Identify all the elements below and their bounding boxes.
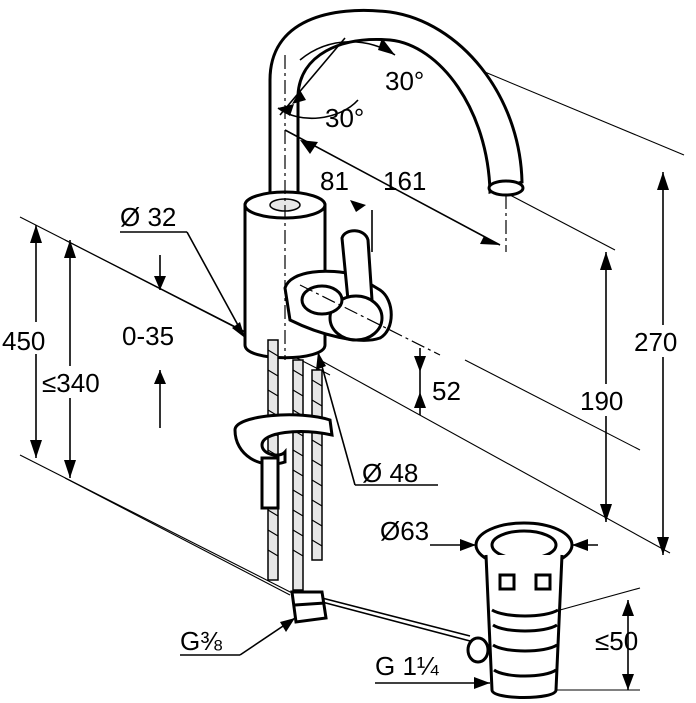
dim-d48-label: Ø 48 bbox=[362, 458, 418, 488]
dim-50: ≤50 bbox=[595, 600, 638, 690]
dim-340-label: ≤340 bbox=[42, 368, 100, 398]
dim-270: 270 bbox=[632, 172, 694, 555]
dim-190-label: 190 bbox=[580, 386, 623, 416]
center-lines bbox=[284, 55, 507, 360]
dim-d63-label: Ø63 bbox=[380, 516, 429, 546]
dim-450-label: 450 bbox=[2, 326, 45, 356]
angle-lower-label: 30° bbox=[325, 103, 364, 133]
dim-450: 450 bbox=[0, 225, 60, 458]
dim-52-label: 52 bbox=[432, 376, 461, 406]
lever-handle bbox=[283, 229, 393, 342]
angle-dimensions: 30° 30° bbox=[277, 37, 424, 133]
dim-81-161: 81 161 bbox=[284, 129, 501, 252]
faucet bbox=[233, 8, 525, 642]
dim-0-35: 0-35 bbox=[122, 255, 174, 428]
dim-270-label: 270 bbox=[634, 327, 677, 357]
thread-g38: G⅜ bbox=[180, 617, 296, 656]
dim-d32: Ø 32 bbox=[120, 202, 246, 339]
thread-g38-label: G⅜ bbox=[180, 626, 222, 656]
dim-50-label: ≤50 bbox=[595, 626, 638, 656]
thread-g114: G 1¼ bbox=[375, 651, 490, 689]
dim-340: ≤340 bbox=[40, 240, 118, 478]
dim-d63: Ø63 bbox=[380, 516, 598, 551]
dim-81-label: 81 bbox=[320, 166, 349, 196]
drain-rod bbox=[321, 597, 471, 637]
dim-52: 52 bbox=[414, 348, 461, 415]
g38-connector bbox=[290, 590, 328, 624]
dim-190: 190 bbox=[578, 252, 636, 522]
dim-0-35-label: 0-35 bbox=[122, 321, 174, 351]
extension-lines bbox=[19, 44, 685, 691]
pop-up-drain bbox=[466, 521, 574, 699]
thread-g114-label: G 1¼ bbox=[375, 651, 439, 681]
dim-161-label: 161 bbox=[383, 166, 426, 196]
angle-upper-label: 30° bbox=[385, 66, 424, 96]
dim-d48: Ø 48 bbox=[316, 351, 438, 488]
dim-d32-label: Ø 32 bbox=[120, 202, 176, 232]
